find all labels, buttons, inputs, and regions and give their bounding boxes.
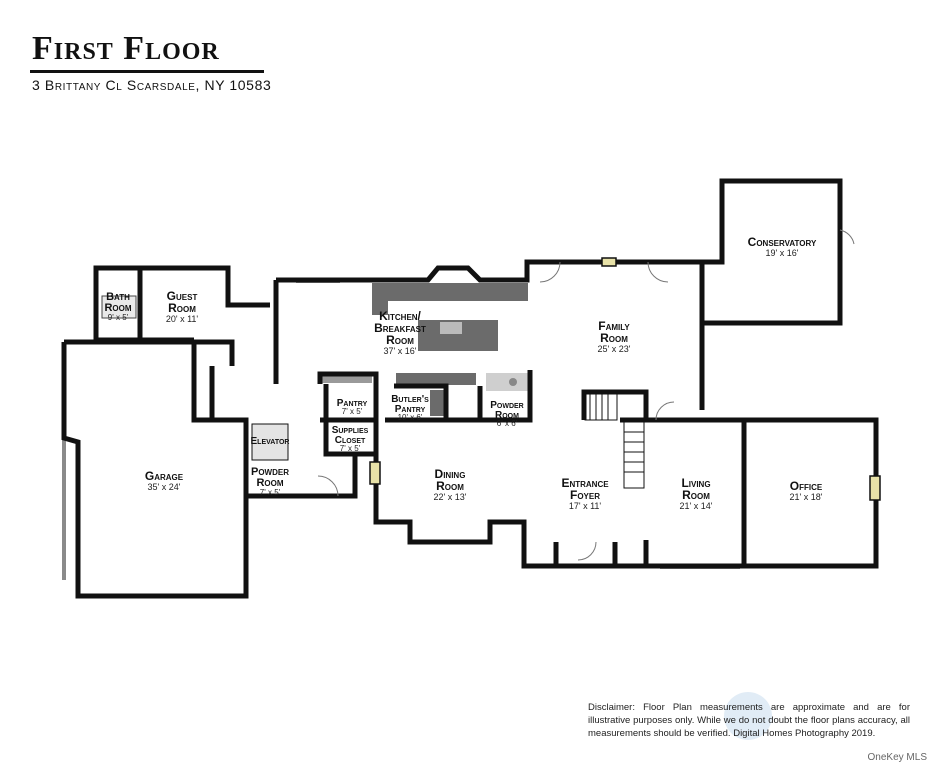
room-dims-pantry: 7' x 5' <box>342 407 363 416</box>
room-dims-conservatory: 19' x 16' <box>766 248 799 258</box>
room-label-foyer: Foyer <box>570 488 600 502</box>
room-dims-powder1: 6' x 6' <box>497 419 518 428</box>
address-subtitle: 3 Brittany Cl Scarsdale, NY 10583 <box>32 77 272 93</box>
family-fireplace <box>601 257 617 267</box>
room-dims-guest: 20' x 11' <box>166 314 199 324</box>
room-label-kitchen: Room <box>386 333 414 347</box>
room-label-office: Office <box>790 479 823 493</box>
room-label-bath: Room <box>104 302 131 314</box>
fixtures <box>101 283 528 461</box>
office-fireplace <box>869 475 881 501</box>
door-swings <box>317 229 855 561</box>
room-label-kitchen: Kitchen/ <box>379 309 421 323</box>
room-dims-powder2: 7' x 5' <box>260 488 281 497</box>
room-label-butlers: Butler's <box>391 394 429 405</box>
room-dims-living: 21' x 14' <box>680 501 713 511</box>
room-label-guest: Guest <box>167 289 198 303</box>
room-label-dining: Dining <box>435 467 466 481</box>
room-label-supplies: Closet <box>335 435 366 446</box>
room-dims-supplies: 7' x 5' <box>340 444 361 453</box>
room-dims-dining: 22' x 13' <box>434 492 467 502</box>
room-label-family: Room <box>600 331 628 345</box>
room-label-powder2: Room <box>256 477 283 489</box>
room-label-powder2: Powder <box>251 466 289 478</box>
room-label-butlers: Pantry <box>395 404 426 415</box>
room-dims-bath: 9' x 5' <box>108 313 129 322</box>
room-label-powder1: Room <box>495 410 519 421</box>
disclaimer-text: Disclaimer: Floor Plan measurements are … <box>588 702 910 739</box>
watermark-logo <box>724 692 772 740</box>
brand-label: OneKey MLS <box>867 752 927 763</box>
room-label-garage: Garage <box>145 469 184 483</box>
room-label-living: Living <box>681 476 710 490</box>
room-label-supplies: Supplies <box>332 425 369 436</box>
room-dims-kitchen: 37' x 16' <box>384 346 417 356</box>
room-label-kitchen: Breakfast <box>374 321 426 335</box>
page-title: First Floor <box>32 30 220 67</box>
room-label-family: Family <box>598 319 630 333</box>
room-label-dining: Room <box>436 479 464 493</box>
room-label-conservatory: Conservatory <box>748 235 817 249</box>
room-label-pantry: Pantry <box>337 398 368 409</box>
room-label-powder1: Powder <box>490 400 524 411</box>
room-dims-office: 21' x 18' <box>790 492 823 502</box>
dining-fireplace <box>369 461 381 485</box>
room-label-bath: Bath <box>106 291 130 303</box>
room-label-foyer: Entrance <box>561 476 609 490</box>
stairs <box>584 393 645 489</box>
room-dims-family: 25' x 23' <box>598 344 631 354</box>
room-dims-foyer: 17' x 11' <box>569 501 602 511</box>
title-underline <box>30 70 264 73</box>
room-dims-butlers: 10' x 6' <box>398 413 423 422</box>
room-label-elevator: Elevator <box>251 436 290 447</box>
room-label-living: Room <box>682 488 710 502</box>
windows <box>62 179 860 598</box>
room-dims-garage: 35' x 24' <box>148 482 181 492</box>
room-label-guest: Room <box>168 301 196 315</box>
